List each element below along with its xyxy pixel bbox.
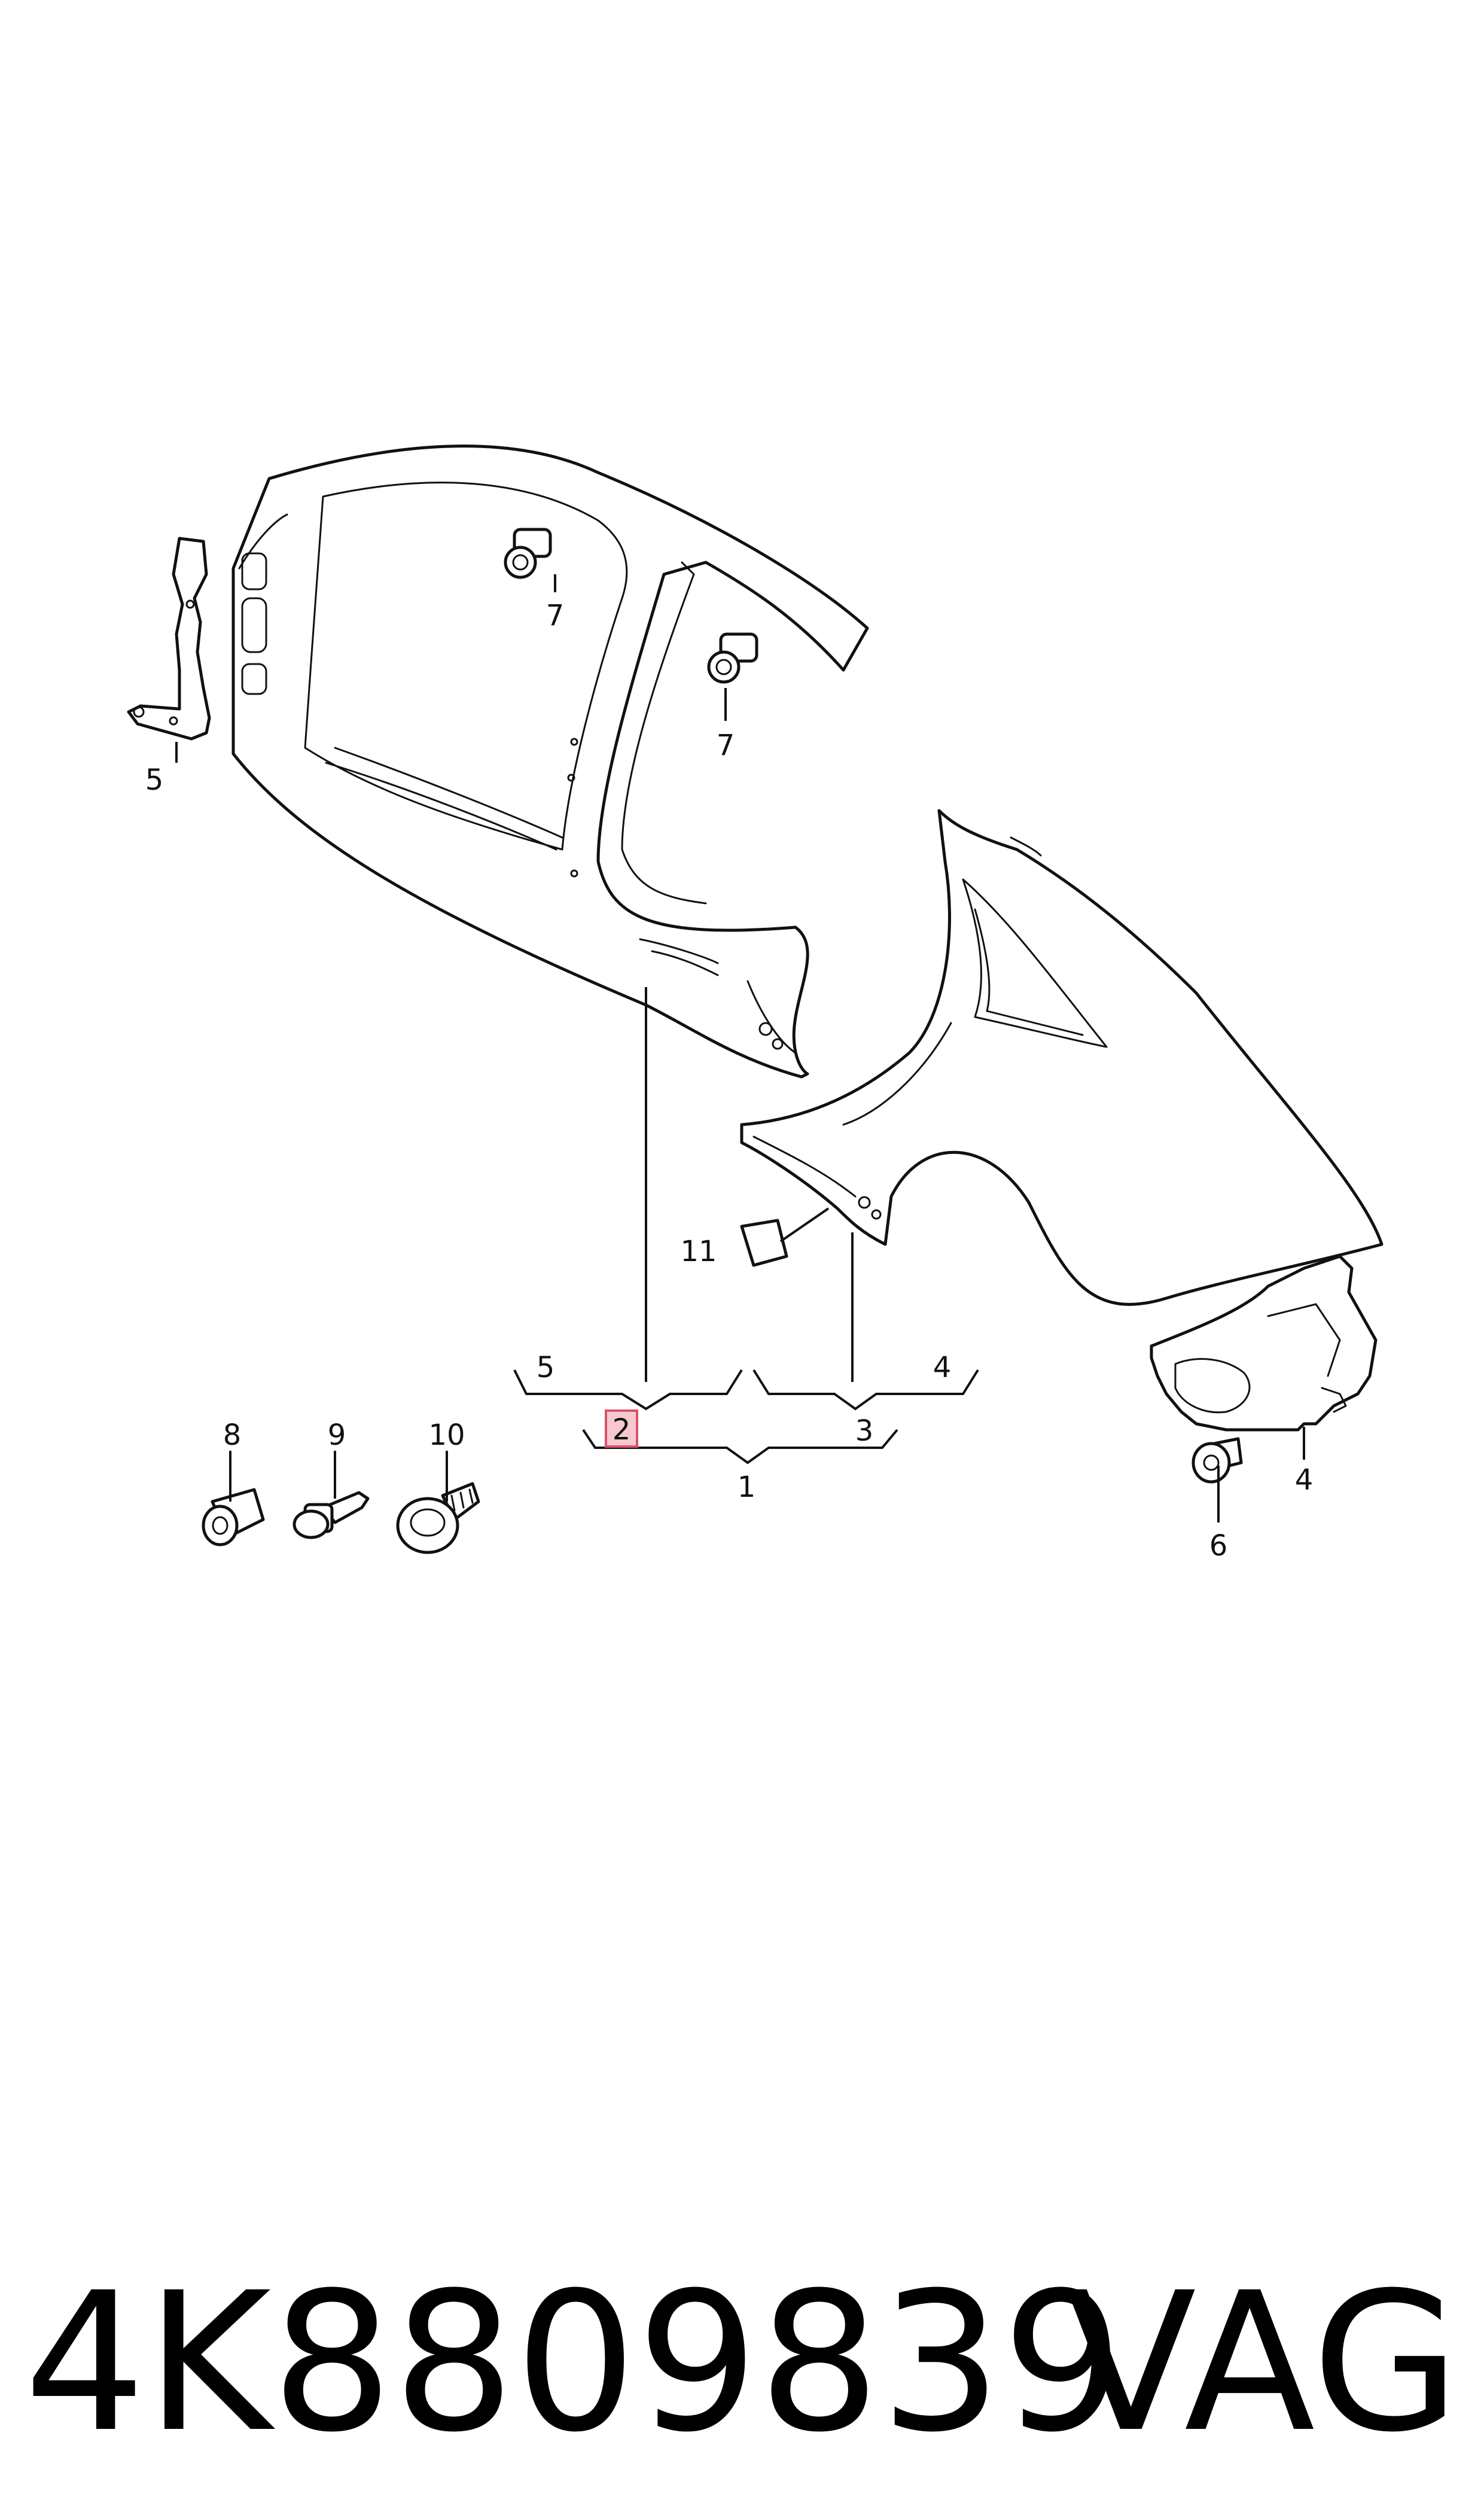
callout-7b: 7 (717, 729, 735, 762)
highlight-box-2 (605, 1409, 638, 1448)
callout-2: 2 (613, 1413, 631, 1447)
threaded-insert-7b (707, 632, 758, 684)
bolt-9 (292, 1491, 370, 1539)
callout-4b: 4 (1295, 1463, 1314, 1497)
callout-9: 9 (328, 1418, 346, 1452)
callout-1: 1 (738, 1470, 756, 1504)
threaded-insert-7a (504, 528, 552, 579)
callout-5a: 5 (145, 763, 164, 797)
clip-6 (1192, 1437, 1243, 1484)
callout-6: 6 (1209, 1529, 1228, 1563)
callout-5b: 5 (537, 1351, 555, 1384)
callout-3: 3 (855, 1414, 874, 1448)
callout-10: 10 (428, 1418, 465, 1452)
callout-11: 11 (680, 1235, 717, 1268)
small-patch (740, 1219, 788, 1267)
part-number: 4K8809839 (24, 2252, 1124, 2474)
leader-lines (175, 574, 1305, 1523)
rear-quarter-panel (740, 809, 1384, 1306)
callout-8: 8 (223, 1418, 242, 1452)
front-side-panel (231, 444, 869, 1079)
screw-10 (396, 1482, 480, 1554)
rivet-nut-8 (202, 1488, 265, 1546)
callout-4a: 4 (933, 1351, 952, 1384)
parts-diagram: 7 7 5 5 2 4 3 1 11 4 6 8 9 10 (127, 444, 1384, 1563)
callout-7a: 7 (546, 599, 565, 632)
brand-label: VAG (1065, 2252, 1460, 2474)
hinge-bracket (127, 537, 211, 741)
rear-wheelhouse-inner (1150, 1255, 1378, 1432)
